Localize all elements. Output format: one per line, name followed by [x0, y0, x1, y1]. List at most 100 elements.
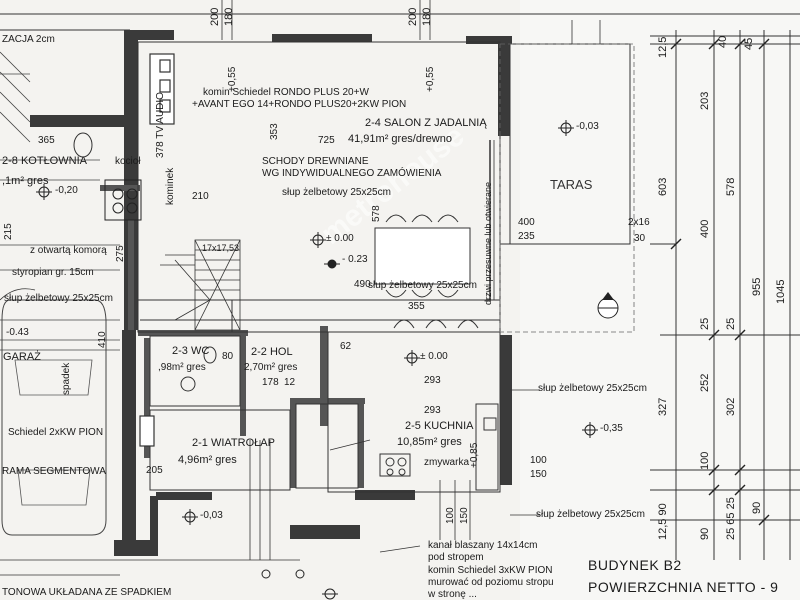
dim-400: 400 [518, 217, 535, 228]
note-slup4: słup żelbetowy 25x25cm [536, 509, 645, 520]
right-dimension-lines [650, 30, 800, 560]
note-izolacja: ZACJA 2cm [2, 34, 55, 45]
dim-178: 178 [262, 377, 279, 388]
dim-top-200a: 200 [209, 7, 221, 26]
room-garaz-name: GARAŻ [3, 351, 41, 363]
note-zmywarka: zmywarka [424, 457, 470, 468]
dim-353: 353 [269, 123, 280, 140]
note-slup3: słup żelbetowy 25x25cm [538, 383, 647, 394]
dim-2x16: 2x16 [628, 217, 650, 228]
note-drzwi: drzwi przesuwne lub otwierane [483, 181, 493, 305]
area-subtitle: POWIERZCHNIA NETTO - 9 [588, 579, 779, 595]
dim-r-302: 302 [725, 397, 737, 416]
note-spadek: spadek [61, 362, 72, 395]
note-slup2: słup żelbetowy 25x25cm [368, 280, 477, 291]
note-podlogi: TONOWA UKŁADANA ZE SPADKIEM [2, 587, 172, 598]
dim-r-603: 603 [657, 177, 669, 196]
dim-365: 365 [38, 135, 55, 146]
dim-r-327: 327 [657, 397, 669, 416]
terrace-sliding-door [489, 140, 495, 300]
left-hatch-lines [0, 51, 120, 351]
dim-275: 275 [115, 245, 126, 262]
dimension-ticks [670, 38, 770, 526]
car-rear-window [17, 469, 91, 506]
note-komin5: w stronę ... [428, 589, 477, 600]
level-000-salon: ± 0.00 [326, 233, 354, 244]
dim-490: 490 [354, 279, 371, 290]
dim-r-25b: 25 [699, 317, 711, 330]
room-hol-name: 2-2 HOL [251, 346, 293, 358]
dim-150a: 150 [530, 469, 547, 480]
note-kominek: kominek [165, 167, 176, 205]
dim-293a: 293 [424, 375, 441, 386]
note-tv: 378 TV AUDIO [155, 92, 166, 158]
dim-r-125: 12,5 [657, 36, 669, 58]
level-043: -0.43 [6, 327, 29, 338]
room-wc-area: ,98m² gres [158, 362, 206, 373]
level-020: -0,20 [55, 185, 78, 196]
leader-lines [329, 389, 540, 553]
dim-r-90b: 90 [751, 501, 763, 514]
level-000-kuchnia: ± 0.00 [420, 351, 448, 362]
note-slup5: słup żelbetowy 25x25cm [4, 293, 113, 304]
room-hol-area: 2,70m² gres [244, 362, 298, 373]
dim-725: 725 [318, 135, 335, 146]
room-kuchnia-name: 2-5 KUCHNIA [405, 420, 474, 432]
note-slup1: słup żelbetowy 25x25cm [282, 187, 391, 198]
wc-fixtures [180, 346, 217, 392]
dim-r-45: 45 [743, 37, 755, 50]
dim-top-200b: 200 [407, 7, 419, 26]
dim-r-100: 100 [699, 451, 711, 470]
dim-r-25a: 25 [725, 317, 737, 330]
level-pp1: +0,55 [227, 66, 238, 92]
dim-top-180a: 180 [223, 7, 235, 26]
kitchen-counters [379, 403, 499, 491]
section-marker-a [597, 292, 619, 319]
chimney-boxes [139, 53, 175, 447]
kitchen-arcs [393, 319, 479, 329]
terrace-label: TARAS [550, 177, 593, 192]
dim-100a: 100 [530, 455, 547, 466]
dim-r-252: 252 [699, 373, 711, 392]
note-schody1: SCHODY DREWNIANE [262, 156, 369, 167]
room-wiatrolap-name: 2-1 WIATROŁAP [192, 437, 275, 449]
level-023: - 0.23 [342, 254, 368, 265]
top-dimension-lines [221, 0, 601, 44]
paper-highlight-right [520, 0, 800, 600]
dim-r-955: 955 [751, 277, 763, 296]
dim-578b: 578 [371, 205, 382, 222]
dim-12: 12 [284, 377, 296, 388]
staircase [160, 239, 241, 331]
note-kanal1: kanał blaszany 14x14cm [428, 540, 538, 551]
note-schody2: WG INDYWIDUALNEGO ZAMÓWIENIA [262, 168, 442, 179]
garage-curve-top [0, 288, 36, 301]
note-komin4: murować od poziomu stropu [428, 577, 554, 588]
dim-r-400: 400 [699, 219, 711, 238]
building-title: BUDYNEK B2 [588, 557, 682, 573]
room-kuchnia-area: 10,85m² gres [397, 436, 462, 448]
dim-r-1045: 1045 [775, 279, 787, 304]
note-stair-dim: 17x17,53 [202, 243, 240, 253]
dining-table [374, 214, 471, 298]
room-wc-name: 2-3 WC [172, 345, 210, 357]
dim-r-203: 203 [699, 91, 711, 110]
level-entry: -0,03 [200, 510, 223, 521]
dim-80: 80 [222, 351, 234, 362]
room-kotlownia-area: ,1m² gres [2, 175, 49, 187]
note-kanal2: pod stropem [428, 552, 484, 563]
dim-r-125-90: 12,5 90 [657, 503, 669, 540]
car-windshield [14, 359, 93, 396]
dim-100b: 100 [445, 507, 456, 524]
dim-r-40: 40 [717, 35, 729, 48]
note-komin2: +AVANT EGO 14+RONDO PLUS20+2KW PION [192, 99, 407, 110]
level-markers [36, 120, 598, 600]
level-035: -0,35 [600, 423, 623, 434]
dim-215: 215 [3, 223, 14, 240]
car-outline [1, 299, 107, 536]
room-wiatrolap-area: 4,96m² gres [178, 454, 237, 466]
note-komin3: komin Schiedel 3xKW PION [428, 565, 553, 576]
dim-235: 235 [518, 231, 535, 242]
note-komin1: komin Schiedel RONDO PLUS 20+W [203, 87, 369, 98]
